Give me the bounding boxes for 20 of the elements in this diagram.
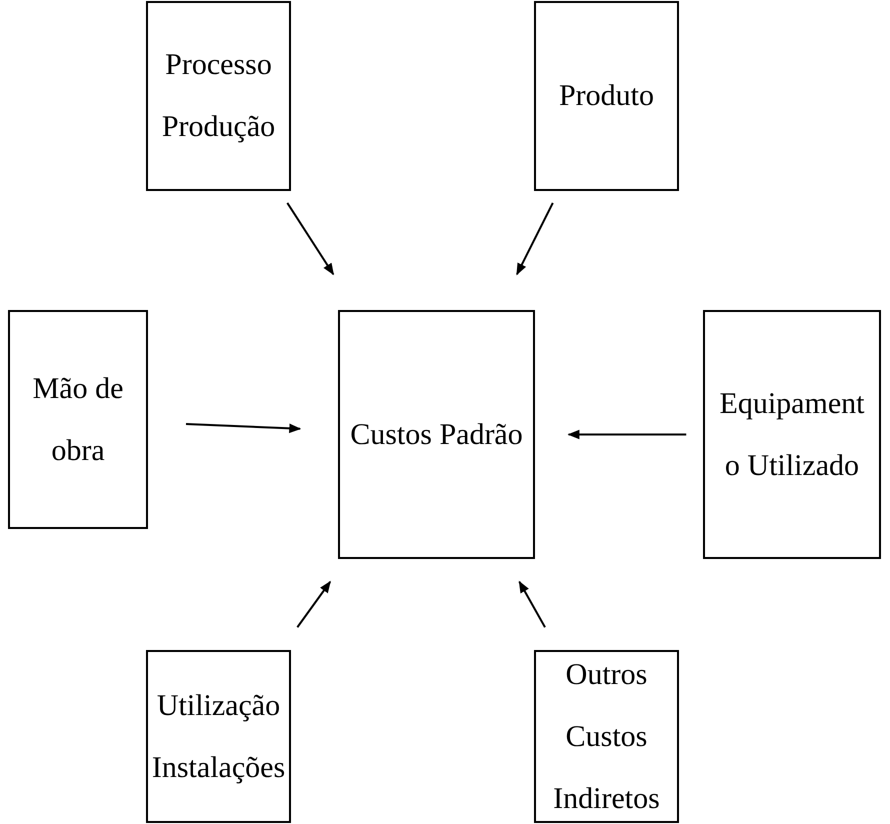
- arrow: [186, 423, 302, 434]
- text-box: [146, 650, 291, 823]
- arrow: [567, 430, 686, 440]
- text-box: [703, 310, 881, 559]
- box-label: Custos Padrão: [349, 416, 524, 452]
- text-box: [146, 1, 291, 191]
- text-box: [338, 310, 535, 559]
- text-box: [534, 1, 679, 191]
- arrow: [296, 580, 332, 628]
- box-label: Produto: [558, 78, 655, 114]
- box-label: Mão de obra: [32, 370, 124, 468]
- box-label: Utilização Instalações: [150, 688, 286, 786]
- box-label: Equipamento Utilizado: [718, 386, 866, 484]
- box-label: Processo Produção: [160, 47, 276, 145]
- arrow: [286, 202, 334, 276]
- text-box: [534, 650, 679, 823]
- box-label: Outros Custos Indiretos: [552, 656, 661, 816]
- text-box: [8, 310, 148, 529]
- arrow: [518, 580, 546, 628]
- arrow: [516, 202, 554, 276]
